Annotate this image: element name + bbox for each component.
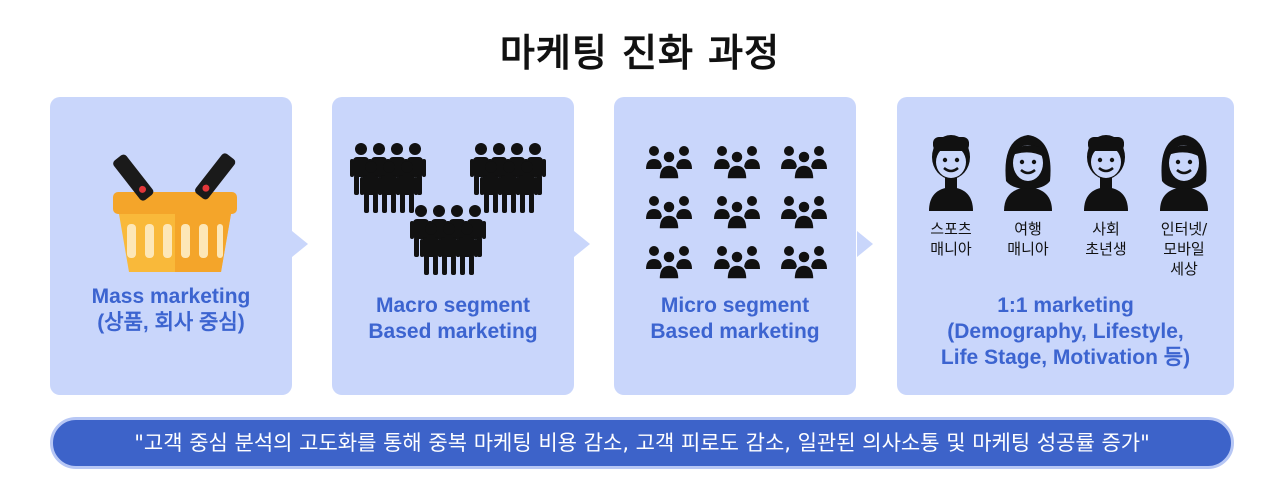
stage-title: Macro segment: [375, 294, 531, 317]
persona-line: 스포츠: [930, 220, 972, 238]
small-groups-icon: [645, 145, 828, 280]
stage-subtitle: (Demography, Lifestyle,: [947, 320, 1184, 343]
shopping-basket-icon: [113, 153, 237, 272]
stage-title: Mass marketing: [91, 285, 251, 308]
stage-subtitle: Life Stage, Motivation 등): [940, 346, 1191, 369]
man-icon: [929, 135, 973, 211]
stage-card-micro: Micro segment Based marketing: [614, 97, 856, 395]
persona-label: 스포츠 매니아: [915, 219, 987, 259]
woman-icon: [1160, 135, 1208, 211]
stage-card-one-to-one: 스포츠 매니아 여행 매니아 사회 초년생 인터넷/ 모바일 세상 1:1 ma…: [897, 97, 1234, 395]
persona-line: 모바일: [1163, 240, 1205, 258]
persona-line: 매니아: [1007, 240, 1049, 258]
stage-title: Micro segment: [660, 294, 810, 317]
flow-arrow: [857, 231, 873, 257]
summary-banner: "고객 중심 분석의 고도화를 통해 중복 마케팅 비용 감소, 고객 피로도 …: [50, 417, 1234, 469]
stage-subtitle: (상품, 회사 중심): [97, 311, 245, 334]
stage-subtitle: Based marketing: [650, 320, 820, 343]
persona-line: 세상: [1170, 260, 1198, 278]
stage-title: 1:1 marketing: [997, 294, 1134, 317]
persona-label: 사회 초년생: [1070, 219, 1142, 259]
flow-arrow: [292, 231, 308, 257]
persona-label: 인터넷/ 모바일 세상: [1148, 219, 1220, 279]
man-icon: [1084, 135, 1128, 211]
stage-card-macro: Macro segment Based marketing: [332, 97, 574, 395]
crowd-groups-icon: [350, 143, 546, 275]
persona-line: 매니아: [930, 240, 972, 258]
page-title: 마케팅 진화 과정: [499, 31, 781, 75]
persona-line: 인터넷/: [1160, 220, 1208, 238]
woman-icon: [1004, 135, 1052, 211]
flow-arrow: [574, 231, 590, 257]
persona-line: 초년생: [1085, 240, 1127, 258]
persona-line: 여행: [1014, 220, 1042, 238]
persona-line: 사회: [1092, 220, 1120, 238]
persona-label: 여행 매니아: [992, 219, 1064, 259]
stage-subtitle: Based marketing: [368, 320, 538, 343]
stage-card-mass: Mass marketing (상품, 회사 중심): [50, 97, 292, 395]
